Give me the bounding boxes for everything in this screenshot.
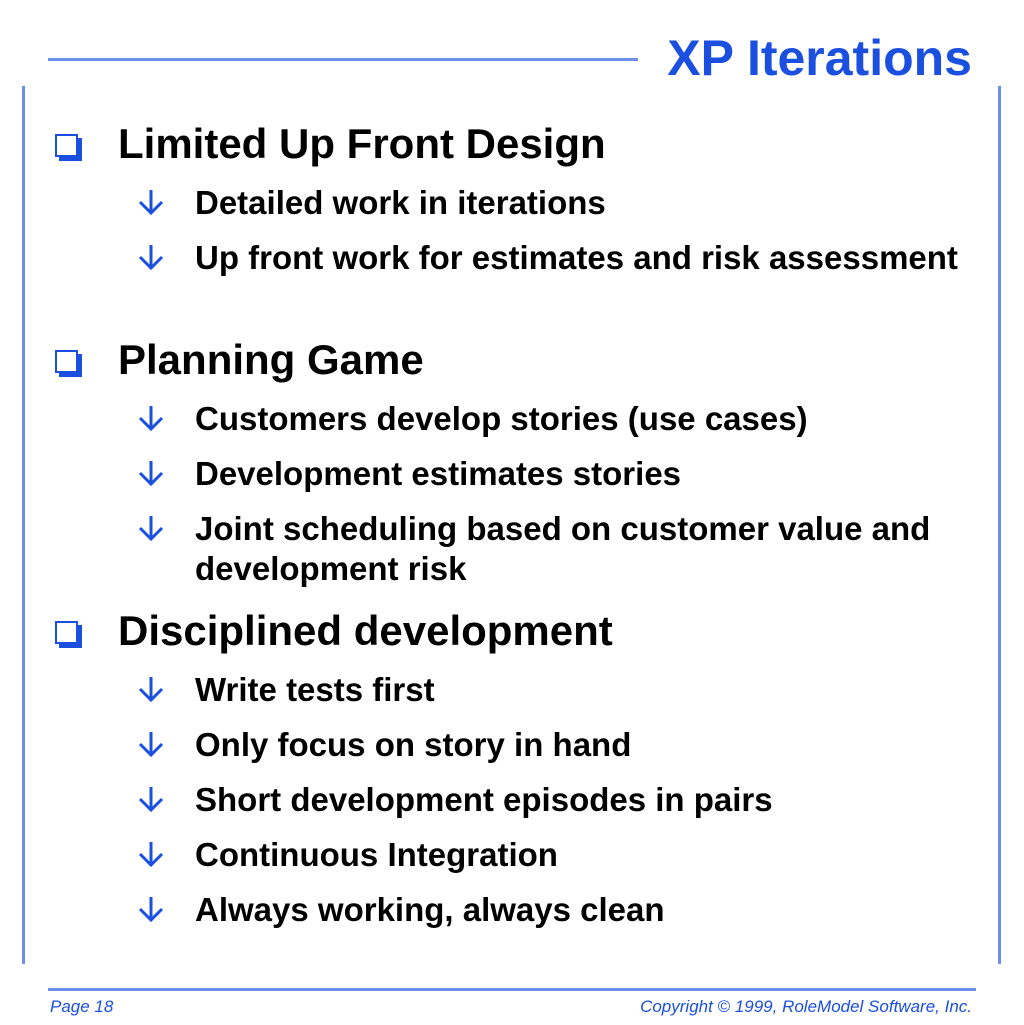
down-arrow-icon bbox=[138, 245, 164, 271]
down-arrow-icon bbox=[138, 842, 164, 868]
down-arrow-icon bbox=[138, 897, 164, 923]
page-number: Page 18 bbox=[50, 997, 114, 1016]
down-arrow-icon bbox=[138, 461, 164, 487]
list-item: Short development episodes in pairs bbox=[195, 781, 773, 818]
down-arrow-icon bbox=[138, 406, 164, 432]
list-item: Continuous Integration bbox=[195, 836, 558, 873]
square-bullet-icon bbox=[55, 621, 78, 644]
section-heading: Planning Game bbox=[118, 336, 424, 383]
list-item: Development estimates stories bbox=[195, 455, 682, 492]
square-bullet-icon bbox=[55, 350, 78, 373]
list-item: Only focus on story in hand bbox=[195, 726, 632, 763]
top-rule bbox=[48, 58, 638, 61]
section-heading: Limited Up Front Design bbox=[118, 120, 606, 167]
down-arrow-icon bbox=[138, 677, 164, 703]
list-item: Write tests first bbox=[195, 671, 435, 708]
bottom-rule bbox=[48, 988, 976, 991]
list-item: Joint scheduling based on customer value… bbox=[195, 510, 931, 587]
list-item: Always working, always clean bbox=[195, 891, 665, 928]
list-item: Customers develop stories (use cases) bbox=[195, 400, 808, 437]
down-arrow-icon bbox=[138, 516, 164, 542]
left-border bbox=[22, 86, 25, 964]
right-border bbox=[998, 86, 1001, 964]
down-arrow-icon bbox=[138, 732, 164, 758]
square-bullet-icon bbox=[55, 134, 78, 157]
down-arrow-icon bbox=[138, 190, 164, 216]
down-arrow-icon bbox=[138, 787, 164, 813]
slide-title: XP Iterations bbox=[667, 30, 972, 86]
section-heading: Disciplined development bbox=[118, 607, 613, 654]
list-item: Detailed work in iterations bbox=[195, 184, 606, 221]
copyright-notice: Copyright © 1999, RoleModel Software, In… bbox=[640, 997, 972, 1016]
list-item: Up front work for estimates and risk ass… bbox=[195, 239, 958, 276]
